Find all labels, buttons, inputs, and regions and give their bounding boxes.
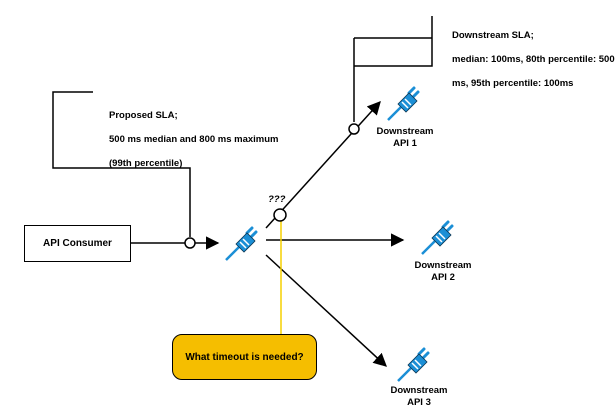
- api1-plug-icon: [386, 86, 420, 122]
- api-consumer-label: API Consumer: [43, 238, 112, 249]
- downstream-api1-label: Downstream API 1: [376, 126, 434, 149]
- proposed-sla-junction: [184, 237, 196, 249]
- api2-plug-icon: [420, 220, 454, 256]
- gateway-to-api1-arrow: [265, 100, 381, 229]
- gateway-plug-icon: [224, 226, 258, 262]
- timeout-question-text: What timeout is needed?: [185, 351, 304, 363]
- proposed-sla-bracket: [52, 91, 191, 237]
- timeout-question-callout: What timeout is needed?: [172, 334, 317, 380]
- unknown-sla-marker: ???: [268, 194, 286, 205]
- downstream-api2-label: Downstream API 2: [414, 260, 472, 283]
- proposed-sla-note: Proposed SLA; 500 ms median and 800 ms m…: [109, 98, 279, 182]
- proposed-sla-line-2: 500 ms median and 800 ms maximum: [109, 134, 279, 145]
- proposed-sla-line-1: Proposed SLA;: [109, 110, 178, 121]
- downstream-sla-bracket: [353, 16, 433, 122]
- proposed-sla-line-3: (99th percentile): [109, 158, 183, 169]
- unknown-sla-junction: [273, 208, 287, 222]
- api-consumer-box: API Consumer: [24, 225, 131, 262]
- downstream-sla-line-2: median: 100ms, 80th percentile: 500: [452, 54, 615, 65]
- downstream-sla-note: Downstream SLA; median: 100ms, 80th perc…: [452, 18, 615, 102]
- downstream-api3-label: Downstream API 3: [390, 385, 448, 408]
- gateway-to-api3-arrow: [265, 254, 387, 367]
- downstream-sla-junction: [348, 123, 360, 135]
- api3-plug-icon: [396, 347, 430, 383]
- downstream-sla-line-1: Downstream SLA;: [452, 30, 534, 41]
- downstream-sla-line-3: ms, 95th percentile: 100ms: [452, 78, 574, 89]
